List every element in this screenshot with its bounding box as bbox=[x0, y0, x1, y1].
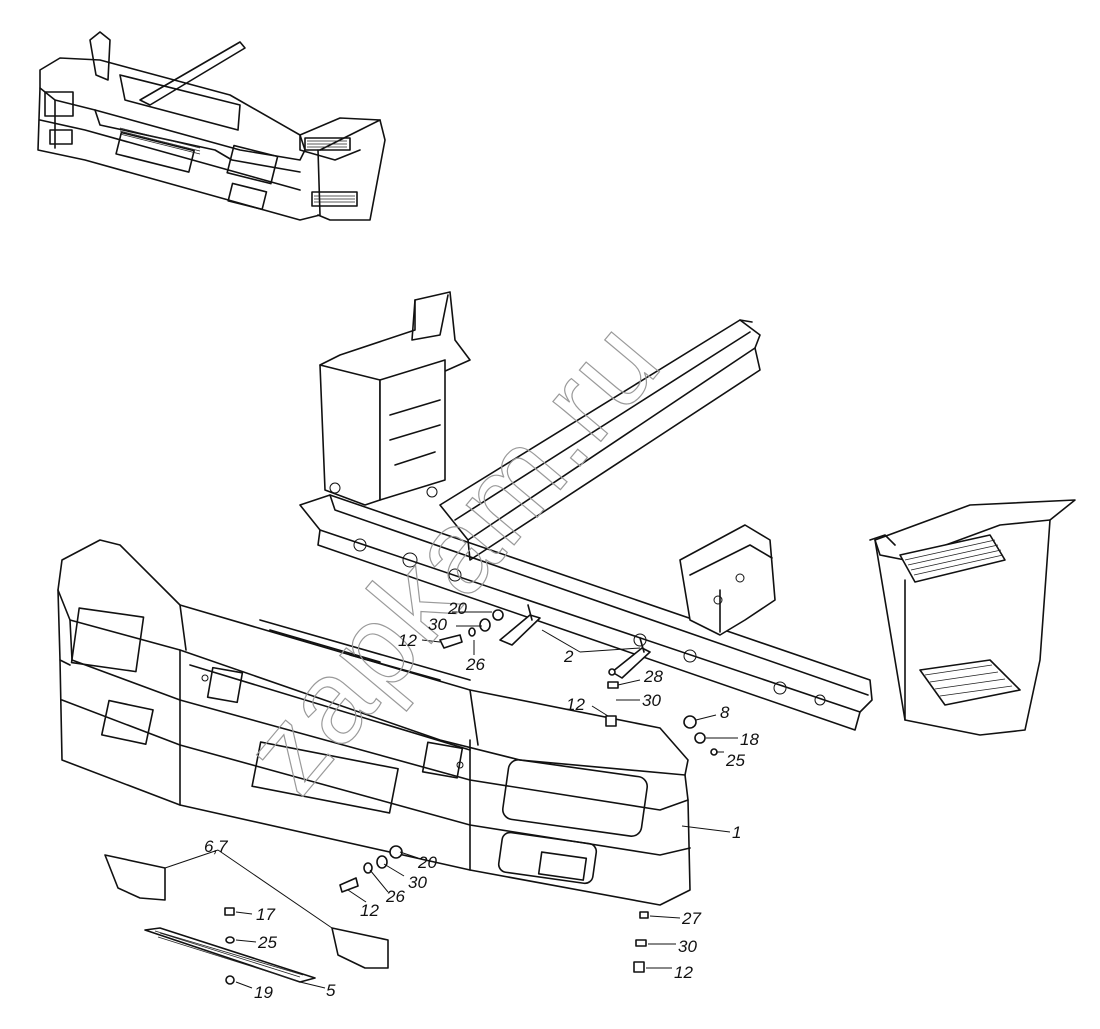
callout-18: 18 bbox=[740, 730, 759, 749]
fasteners-strip bbox=[224, 907, 235, 985]
callout-30-upper-left: 30 bbox=[428, 615, 447, 634]
callout-17: 17 bbox=[256, 905, 275, 924]
fasteners-lower-right bbox=[633, 911, 649, 973]
leader-lines bbox=[164, 611, 738, 989]
assembly-thumbnail bbox=[37, 31, 386, 221]
callout-28: 28 bbox=[643, 667, 663, 686]
grille-strip-part-5 bbox=[144, 927, 316, 983]
callout-26-middle: 26 bbox=[385, 887, 405, 906]
callout-12-upper-right: 12 bbox=[566, 695, 585, 714]
bracket-part-2 bbox=[499, 604, 651, 679]
callouts: 1 2 5 6,7 8 12 12 12 12 17 18 19 20 20 2… bbox=[204, 599, 759, 1002]
callout-5: 5 bbox=[326, 981, 336, 1000]
callout-12-middle: 12 bbox=[360, 901, 379, 920]
fasteners-middle bbox=[339, 845, 403, 893]
right-bracket bbox=[679, 524, 776, 636]
right-step-assembly bbox=[869, 499, 1076, 736]
callout-8: 8 bbox=[720, 703, 730, 722]
callout-25-lower: 25 bbox=[257, 933, 277, 952]
longitudinal-rail bbox=[439, 319, 761, 561]
callout-20-upper: 20 bbox=[447, 599, 467, 618]
left-bracket bbox=[319, 291, 471, 506]
callout-20-middle: 20 bbox=[417, 853, 437, 872]
callout-19: 19 bbox=[254, 983, 273, 1002]
callout-6-7: 6,7 bbox=[204, 837, 228, 856]
callout-1: 1 bbox=[732, 823, 741, 842]
callout-2: 2 bbox=[563, 647, 574, 666]
callout-27: 27 bbox=[681, 909, 701, 928]
frame-cross-member bbox=[299, 494, 873, 731]
callout-12-upper-left: 12 bbox=[398, 631, 417, 650]
bumper-housing bbox=[57, 539, 691, 906]
callout-12-lower: 12 bbox=[674, 963, 693, 982]
callout-30-upper-right: 30 bbox=[642, 691, 661, 710]
fasteners-upper bbox=[439, 609, 718, 756]
end-caps-part-6-7 bbox=[104, 854, 389, 969]
callout-30-middle: 30 bbox=[408, 873, 427, 892]
callout-26-upper: 26 bbox=[465, 655, 485, 674]
callout-25-upper: 25 bbox=[725, 751, 745, 770]
callout-30-lower: 30 bbox=[678, 937, 697, 956]
